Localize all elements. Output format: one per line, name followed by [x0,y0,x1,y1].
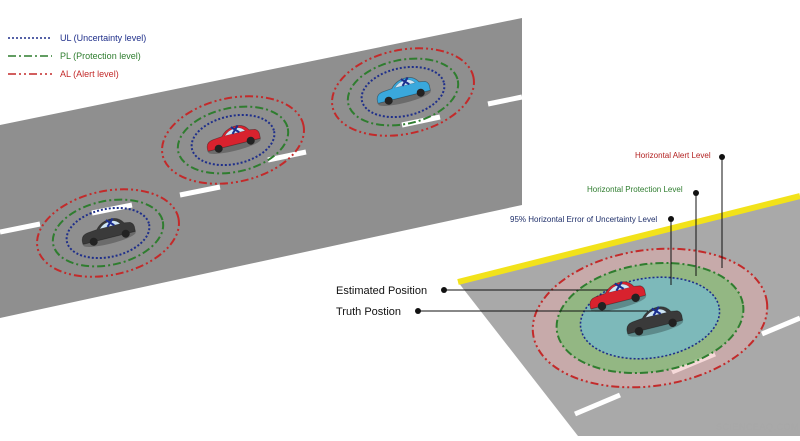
leader-dot [693,190,699,196]
uncertainty-ring [65,206,151,260]
car-wheel [631,293,640,302]
position-cross-icon [230,124,240,135]
alert-ring [331,47,475,137]
car-wheel [634,326,644,336]
estimated-position-car [589,281,647,312]
legend-pl-label: PL (Protection level) [60,51,141,61]
protection-ring [51,198,165,268]
detail-road-curb [457,193,800,285]
main-road [0,18,522,318]
uncertainty-ring [190,113,276,167]
lane-mark [0,221,41,235]
leader-dot [415,308,421,314]
dark-car [81,217,136,247]
car-wheel [214,144,223,153]
position-cross-icon [400,76,410,87]
legend-al-label: AL (Alert level) [60,69,119,79]
lane-mark [574,392,621,417]
lane-mark [267,149,307,163]
position-cross-icon [614,281,625,292]
car-wheel [384,96,393,105]
car-1-level-rings [36,188,180,278]
car-wheel [597,301,607,311]
position-cross-icon [105,217,115,228]
alert-ring [161,95,305,185]
lane-mark [487,94,523,107]
protection-ring [346,57,460,127]
uncertainty-ring [360,65,446,119]
protection-ring [176,105,290,175]
car-2-level-rings [161,95,305,185]
legend-ul-label: UL (Uncertainty level) [60,33,146,43]
alert-ring [36,188,180,278]
car-wheel [416,88,425,97]
car-wheel [246,136,255,145]
car-wheel [668,318,677,327]
truth-position-label: Truth Postion [336,306,401,318]
car-wheel [121,229,130,238]
horizontal-alert-level-label: Horizontal Alert Level [635,151,711,160]
lane-mark [761,315,800,337]
leader-dot [441,287,447,293]
red-car [206,124,261,154]
leader-dot [668,216,674,222]
leader-dot [719,154,725,160]
position-cross-icon [651,306,662,317]
legend: UL (Uncertainty level) PL (Protection le… [8,33,146,79]
truth-position-car [626,306,684,337]
estimated-position-label: Estimated Position [336,285,427,297]
horizontal-protection-level-label: Horizontal Protection Level [587,185,683,194]
car-3-level-rings [331,47,475,137]
uncertainty-level-label: 95% Horizontal Error of Uncertainty Leve… [510,215,657,224]
car-wheel [89,237,98,246]
watermark: SCIENCEAQ.COM [716,422,799,432]
leader-dots [415,154,725,314]
leader-lines [418,157,723,312]
lane-mark [179,184,221,198]
lane-mark [91,202,133,216]
blue-car [376,76,431,106]
